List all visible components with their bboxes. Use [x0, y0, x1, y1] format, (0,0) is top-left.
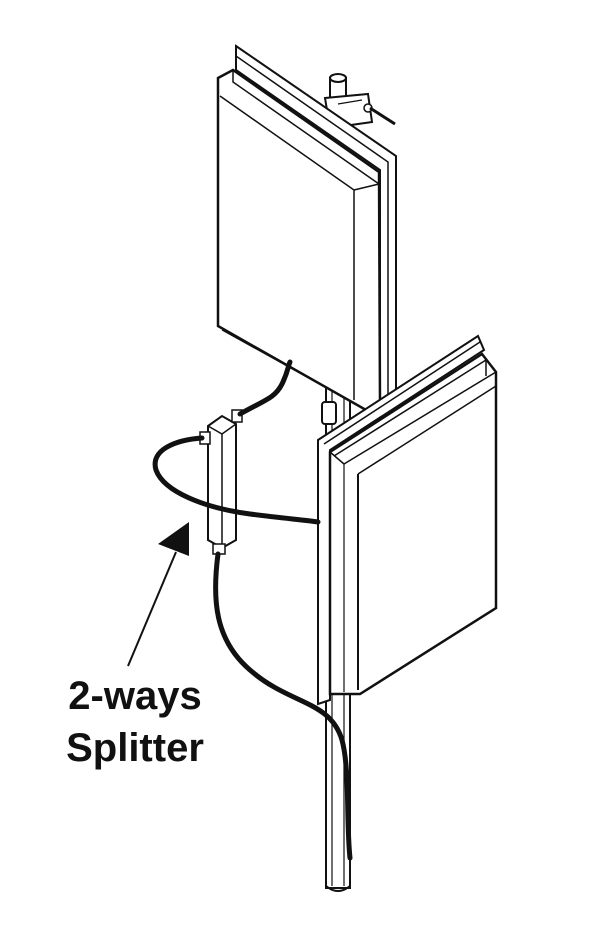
callout-label-line-2: Splitter: [66, 726, 204, 770]
cable-to-upper-antenna: [237, 359, 293, 417]
cable-to-lower-antenna: [152, 435, 321, 525]
lower-antenna-panel: [317, 334, 498, 706]
coax-cables: [152, 359, 353, 861]
callout-label-line-1: 2-ways: [68, 674, 202, 718]
splitter-body: [199, 409, 243, 555]
upper-panel-connector: [321, 401, 337, 425]
splitter-output-cable: [213, 551, 353, 861]
callout-arrow: [127, 522, 189, 667]
